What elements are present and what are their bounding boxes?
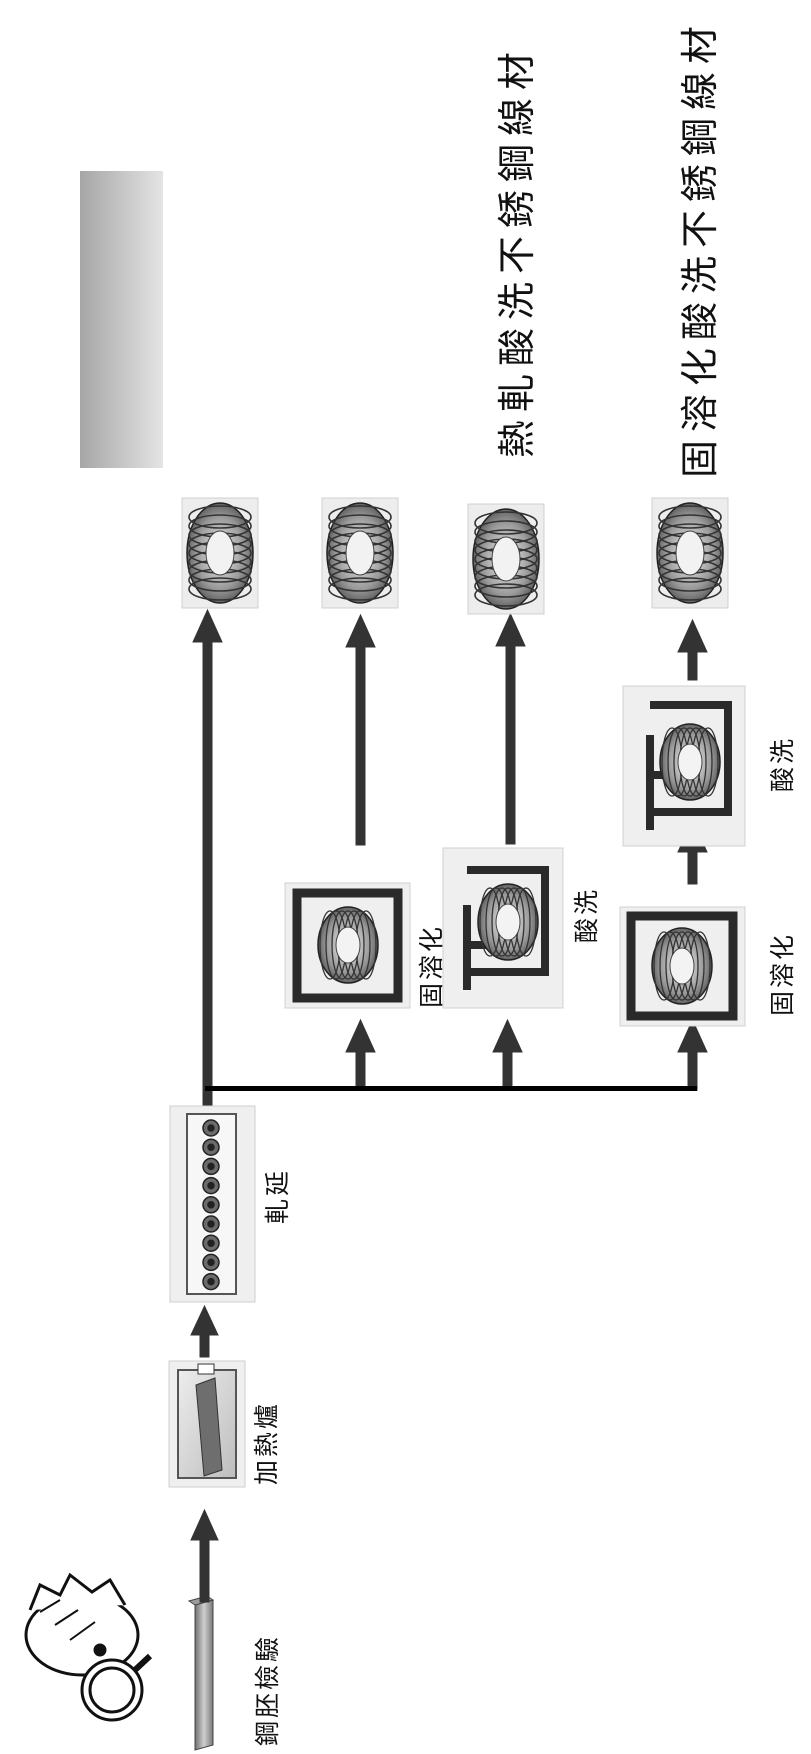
- branch-line: [205, 1086, 697, 1091]
- product-label-hot-rolled-pickled: 熱軋酸洗不銹鋼線材: [495, 43, 539, 458]
- inspector-magnifier-icon: [24, 1572, 153, 1722]
- heating-furnace-icon: [168, 1360, 246, 1488]
- label-solution-treatment-1: 固溶化: [417, 923, 446, 1008]
- solution-furnace-icon: [284, 882, 411, 1009]
- wire-coil-icon: [181, 497, 259, 609]
- solution-furnace-icon: [619, 906, 746, 1027]
- wire-coil-icon: [467, 503, 545, 615]
- product-label-solution-pickled: 固溶化酸洗不銹鋼線材: [678, 17, 722, 478]
- steel-billet-icon: [187, 1595, 215, 1751]
- label-rolling: 軋延: [263, 1167, 292, 1224]
- label-heating-furnace: 加熱爐: [252, 1400, 281, 1485]
- pickling-tank-icon: [622, 685, 746, 847]
- wire-coil-icon: [651, 497, 729, 609]
- wire-coil-icon: [321, 497, 399, 609]
- rolling-mill-icon: [169, 1105, 256, 1303]
- label-pickling-2: 酸洗: [768, 735, 797, 792]
- label-pickling-1: 酸洗: [572, 886, 601, 943]
- label-solution-treatment-2: 固溶化: [768, 931, 797, 1016]
- product-banner: [80, 171, 163, 468]
- label-billet-inspection: 鋼胚檢驗: [253, 1633, 282, 1746]
- pickling-tank-icon: [442, 847, 564, 1009]
